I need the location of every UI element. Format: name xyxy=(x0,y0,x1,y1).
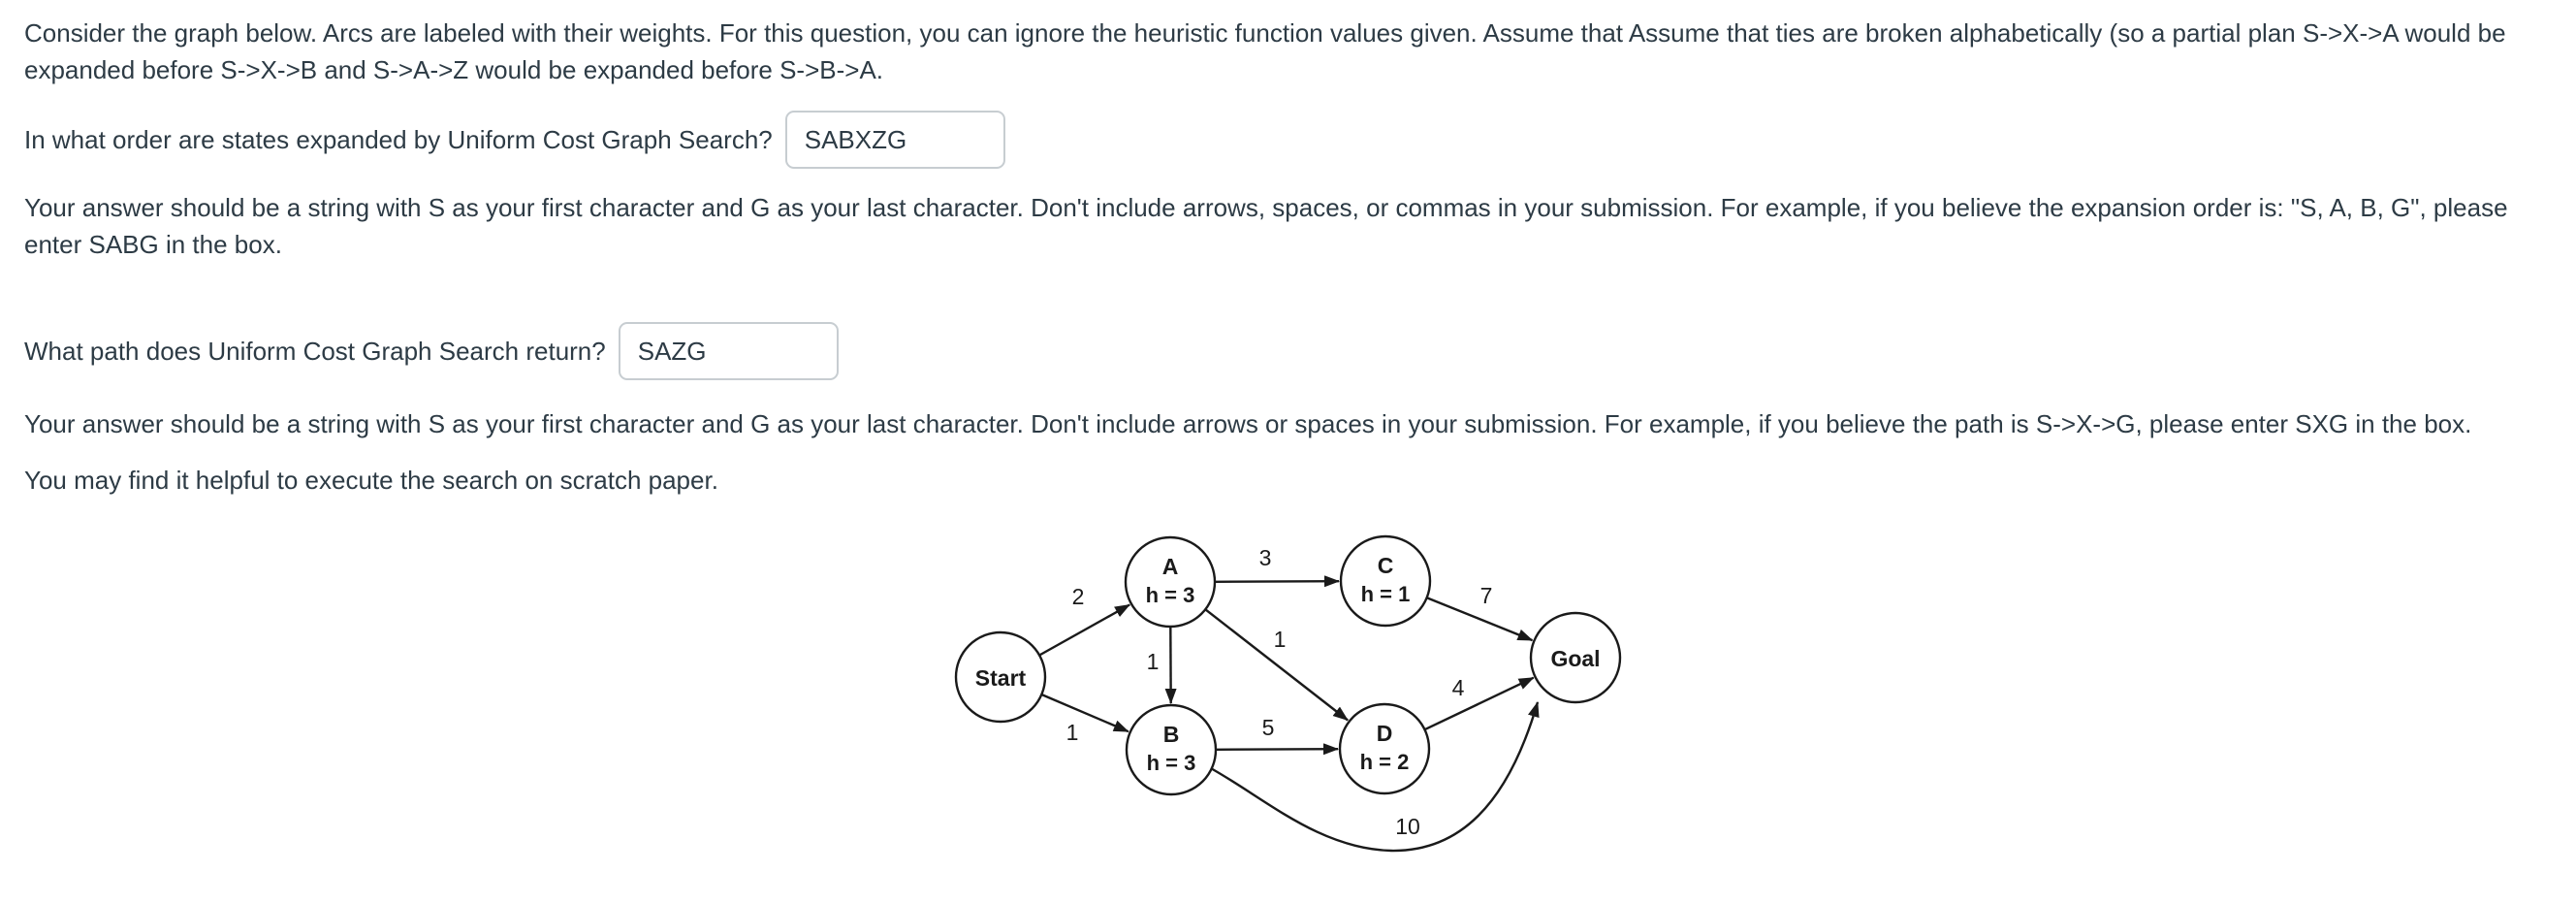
edge-weight-Start-A: 2 xyxy=(1072,584,1085,609)
edge-weight-B-Goal: 10 xyxy=(1395,814,1420,839)
question1-row: In what order are states expanded by Uni… xyxy=(24,111,2570,169)
node-B: Bh = 3 xyxy=(1125,703,1218,796)
node-C: Ch = 1 xyxy=(1339,534,1432,628)
question2-row: What path does Uniform Cost Graph Search… xyxy=(24,322,2570,380)
edge-weight-B-D: 5 xyxy=(1262,715,1275,740)
question1-label: In what order are states expanded by Uni… xyxy=(24,125,773,154)
node-Goal: Goal xyxy=(1529,611,1622,704)
question2-answer-input[interactable] xyxy=(618,322,839,380)
edge-Start-A xyxy=(1038,603,1130,657)
edge-weight-D-Goal: 4 xyxy=(1452,675,1465,700)
node-A: Ah = 3 xyxy=(1124,535,1217,629)
node-D-label: D xyxy=(1377,721,1393,746)
node-Start-label: Start xyxy=(975,665,1027,691)
edge-A-C xyxy=(1214,575,1340,588)
edge-B-Goal xyxy=(1208,701,1540,853)
edge-C-Goal xyxy=(1426,597,1534,642)
edge-weight-A-D: 1 xyxy=(1274,627,1287,652)
edge-A-D xyxy=(1204,608,1349,722)
edge-weight-Start-B: 1 xyxy=(1066,720,1079,745)
node-B-label: B xyxy=(1163,722,1180,747)
edge-weight-A-C: 3 xyxy=(1259,545,1272,570)
question-intro: Consider the graph below. Arcs are label… xyxy=(24,18,2506,84)
edge-weight-A-B: 1 xyxy=(1147,649,1160,674)
node-C-heuristic: h = 1 xyxy=(1361,582,1411,606)
node-B-heuristic: h = 3 xyxy=(1147,751,1196,775)
node-A-heuristic: h = 3 xyxy=(1146,583,1195,607)
node-A-label: A xyxy=(1162,554,1179,579)
edge-Start-B xyxy=(1040,693,1129,733)
question1-help: Your answer should be a string with S as… xyxy=(24,193,2508,259)
edge-weight-C-Goal: 7 xyxy=(1480,583,1493,608)
question2-help: Your answer should be a string with S as… xyxy=(24,409,2472,438)
node-Start: Start xyxy=(954,630,1047,724)
scratch-paper-note: You may find it helpful to execute the s… xyxy=(24,466,718,495)
node-C-label: C xyxy=(1378,553,1394,578)
node-Goal-label: Goal xyxy=(1550,646,1600,671)
edge-B-D xyxy=(1215,743,1339,756)
node-D-heuristic: h = 2 xyxy=(1360,750,1410,774)
node-D: Dh = 2 xyxy=(1338,702,1431,795)
question2-label: What path does Uniform Cost Graph Search… xyxy=(24,337,606,366)
edge-D-Goal xyxy=(1423,676,1535,731)
question1-answer-input[interactable] xyxy=(784,111,1005,169)
